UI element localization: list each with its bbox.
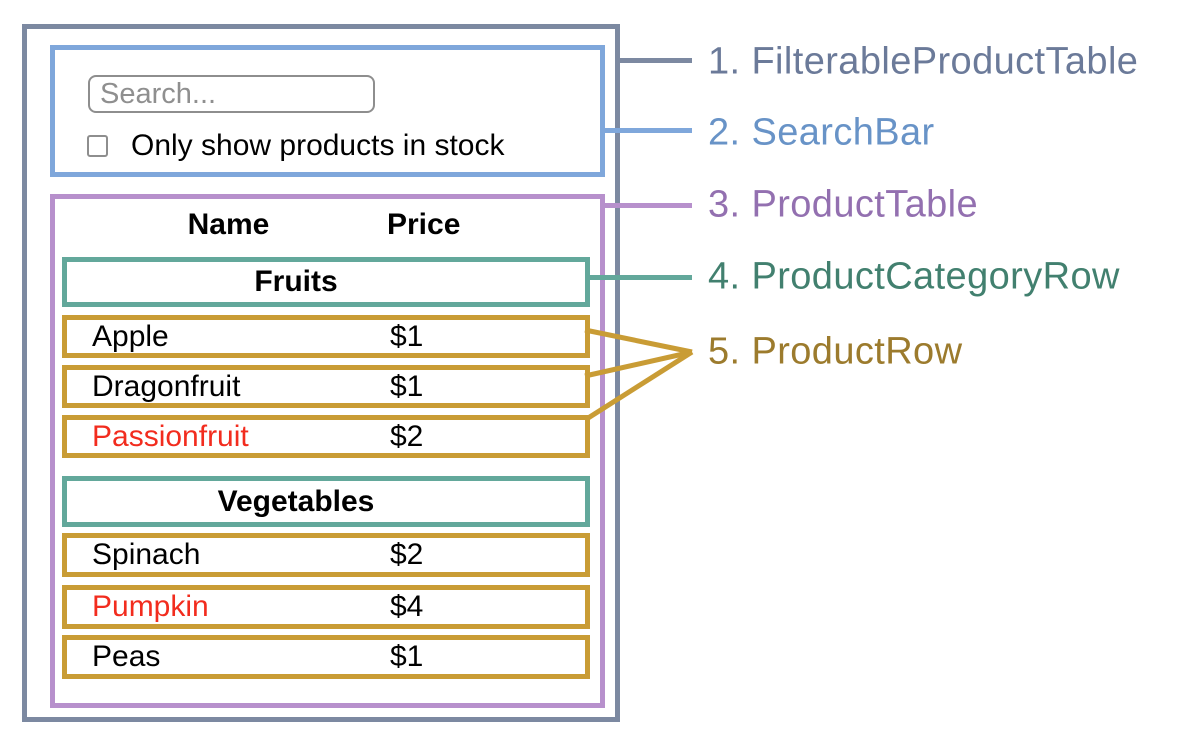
legend-label-filterable-product-table: 1. FilterableProductTable (708, 40, 1139, 83)
connector-search-bar (600, 128, 692, 133)
in-stock-checkbox[interactable] (87, 135, 108, 157)
column-header-price: Price (387, 208, 461, 241)
legend-label-product-row: 5. ProductRow (708, 330, 963, 373)
legend-label-product-table: 3. ProductTable (708, 183, 979, 226)
search-input[interactable] (88, 75, 375, 113)
category-label: Vegetables (217, 484, 375, 518)
connector-product-table (600, 203, 692, 208)
product-row: Spinach $2 (62, 533, 590, 577)
product-name: Peas (92, 640, 161, 673)
in-stock-checkbox-label: Only show products in stock (131, 129, 505, 162)
product-price: $1 (390, 319, 424, 353)
category-label: Fruits (254, 265, 338, 298)
product-row: Apple $1 (62, 315, 590, 358)
product-price: $4 (390, 590, 424, 623)
product-price: $2 (390, 538, 424, 571)
product-name: Dragonfruit (92, 369, 241, 403)
column-header-name: Name (187, 208, 270, 241)
product-price: $1 (390, 369, 424, 403)
legend-label-product-category-row: 4. ProductCategoryRow (708, 255, 1120, 298)
legend-label-search-bar: 2. SearchBar (708, 111, 935, 154)
filterable-product-table-box: Only show products in stock Name Price F… (22, 24, 620, 722)
product-name: Pumpkin (92, 590, 209, 623)
connector-product-category-row (585, 275, 692, 280)
product-row: Passionfruit $2 (62, 415, 590, 458)
product-price: $1 (390, 640, 424, 673)
product-row: Peas $1 (62, 635, 590, 679)
product-price: $2 (390, 419, 424, 453)
product-row: Dragonfruit $1 (62, 365, 590, 408)
connector-filterable-product-table (620, 58, 692, 63)
product-name: Spinach (92, 538, 201, 571)
product-name: Passionfruit (92, 419, 249, 453)
product-row: Pumpkin $4 (62, 585, 590, 629)
product-name: Apple (92, 319, 169, 353)
product-category-row: Vegetables (62, 476, 590, 527)
product-category-row: Fruits (62, 257, 590, 307)
